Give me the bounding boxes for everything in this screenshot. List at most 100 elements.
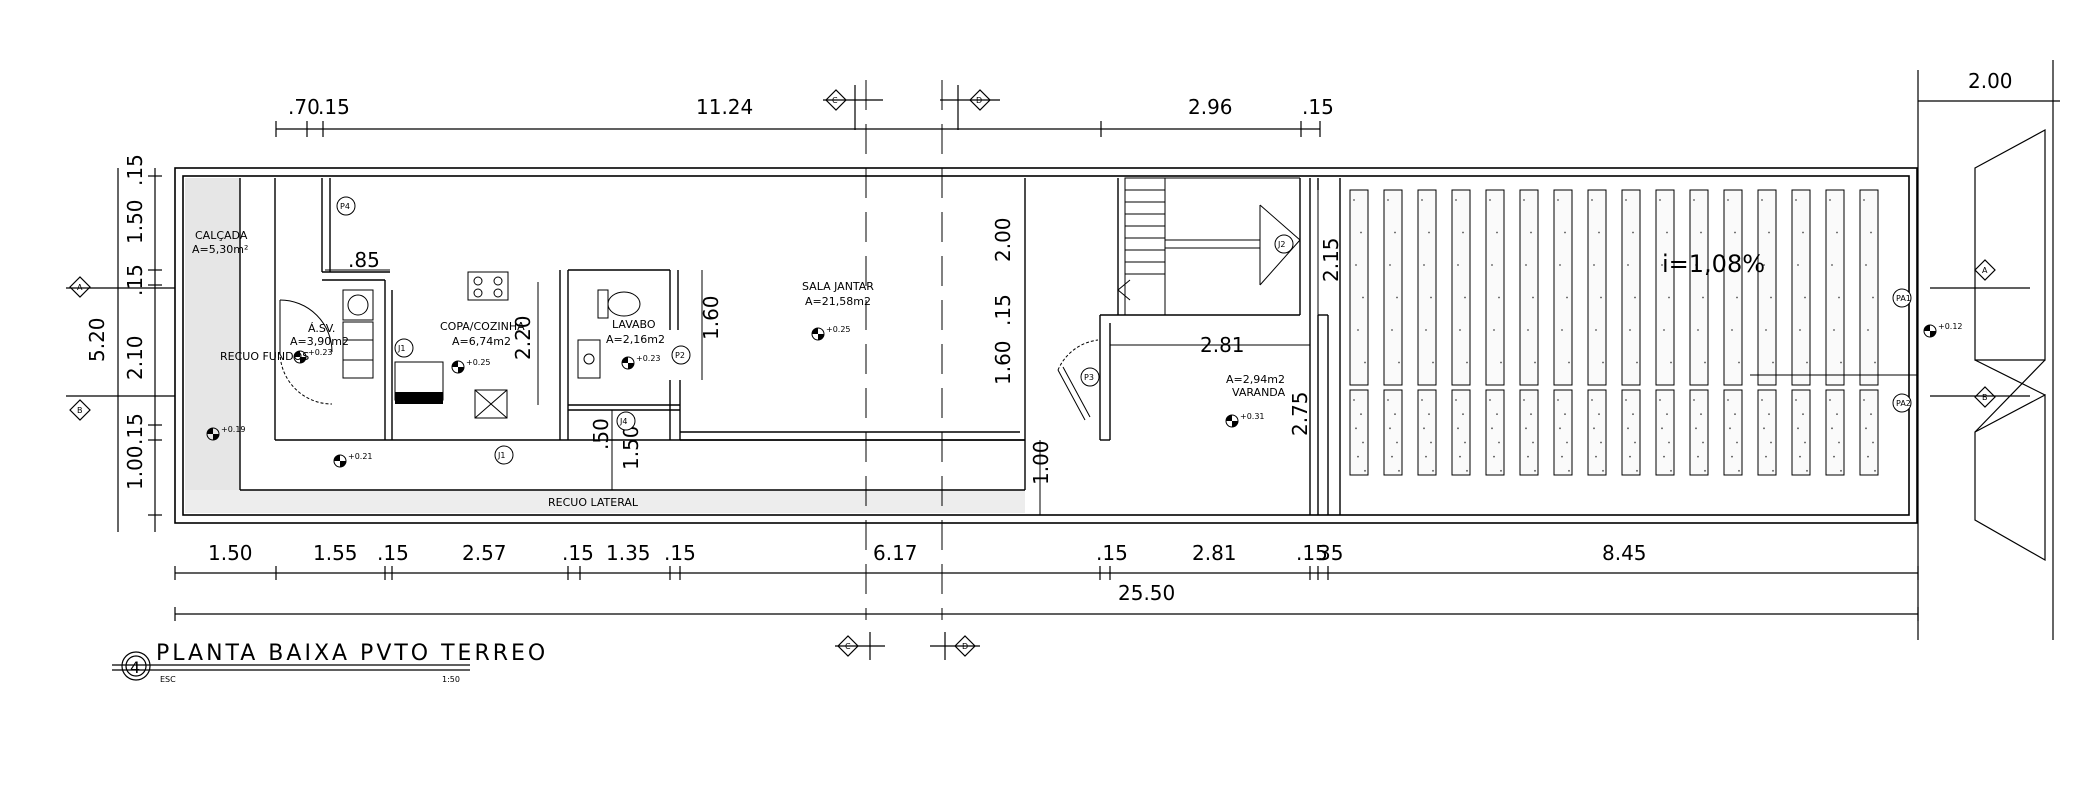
room-asv-area: A=3,90m2 — [290, 335, 349, 348]
dim-left-150: 1.50 — [123, 199, 147, 244]
tag-p4: P4 — [336, 196, 356, 216]
hatch-dot — [1387, 199, 1389, 201]
hatch-dot — [1557, 399, 1559, 401]
level-marker: +0.25 — [451, 358, 491, 374]
grass-block — [1553, 389, 1573, 476]
hatch-dot — [1661, 427, 1663, 430]
hatch-dot — [1462, 231, 1464, 234]
bottom-dimension-ticks — [174, 566, 1919, 621]
grass-block — [1655, 189, 1675, 386]
hatch-dot — [1765, 455, 1767, 458]
hatch-dot — [1421, 399, 1423, 401]
hatch-dot — [1496, 231, 1498, 234]
neighbor-outline — [1974, 128, 2046, 562]
hatch-dot — [1670, 469, 1672, 472]
hatch-dot — [1727, 199, 1729, 201]
hatch-dot — [1423, 264, 1425, 266]
hatch-dot — [1695, 427, 1697, 430]
dim-bot-015b: .15 — [562, 541, 594, 565]
dim-bot-total: 25.50 — [1118, 581, 1175, 605]
hatch-dot — [1602, 469, 1604, 472]
level-marker: +0.12 — [1923, 322, 1963, 338]
hatch-dot — [1702, 296, 1704, 299]
axis-b-right-marker — [1930, 386, 2030, 408]
hatch-dot — [1729, 264, 1731, 266]
grass-block — [1553, 189, 1573, 386]
hatch-dot — [1772, 361, 1774, 364]
hatch-dot — [1797, 264, 1799, 266]
grass-block — [1757, 389, 1777, 476]
kitchen-sink — [474, 389, 508, 419]
level-value: +0.12 — [1938, 322, 1963, 331]
grass-block — [1383, 189, 1403, 386]
room-varanda-name: VARANDA — [1232, 386, 1286, 399]
hatch-dot — [1663, 455, 1665, 458]
hatch-dot — [1806, 361, 1808, 364]
hatch-dot — [1398, 361, 1400, 364]
grass-block — [1485, 189, 1505, 386]
hatch-dot — [1355, 427, 1357, 430]
grass-block — [1825, 389, 1845, 476]
hatch-dot — [1874, 361, 1876, 364]
dim-left-015b: .15 — [123, 264, 147, 296]
grass-block — [1723, 389, 1743, 476]
hatch-dot — [1396, 296, 1398, 299]
dim-bot-845: 8.45 — [1602, 541, 1647, 565]
svg-text:J2: J2 — [1277, 240, 1285, 249]
hatch-dot — [1598, 413, 1600, 416]
hatch-dot — [1693, 399, 1695, 401]
recuo-lateral-label: RECUO LATERAL — [548, 496, 639, 509]
hatch-dot — [1770, 296, 1772, 299]
hatch-dot — [1804, 441, 1806, 444]
hatch-dot — [1763, 264, 1765, 266]
svg-text:PA2: PA2 — [1896, 399, 1911, 408]
grass-block — [1485, 389, 1505, 476]
dim-150-int: 1.50 — [619, 425, 643, 470]
hatch-dot — [1391, 455, 1393, 458]
axis-a-label-right: A — [1982, 266, 1988, 275]
hatch-dot — [1838, 296, 1840, 299]
room-lavabo-name: LAVABO — [612, 318, 656, 331]
hatch-dot — [1561, 455, 1563, 458]
hatch-dot — [1840, 469, 1842, 472]
hatch-dot — [1498, 296, 1500, 299]
hatch-dot — [1489, 199, 1491, 201]
hatch-dot — [1695, 264, 1697, 266]
tag-pa2: PA2 — [1892, 393, 1912, 413]
hatch-dot — [1799, 329, 1801, 331]
hatch-dot — [1394, 231, 1396, 234]
svg-text:J1: J1 — [497, 451, 505, 460]
dim-085: .85 — [348, 248, 380, 272]
axis-a-label-left: A — [77, 283, 83, 292]
hatch-dot — [1598, 231, 1600, 234]
grass-block — [1621, 189, 1641, 386]
hatch-dot — [1629, 329, 1631, 331]
hatch-dot — [1566, 296, 1568, 299]
level-marker: +0.19 — [206, 425, 246, 441]
level-marker: +0.23 — [293, 348, 333, 364]
grass-block — [1859, 189, 1879, 386]
level-value: +0.19 — [221, 425, 246, 434]
hatch-dot — [1874, 469, 1876, 472]
hatch-dot — [1432, 469, 1434, 472]
dim-015: .15 — [991, 294, 1015, 326]
tag-j1b: J1 — [494, 445, 514, 465]
level-value: +0.31 — [1240, 412, 1265, 421]
hatch-dot — [1836, 231, 1838, 234]
hatch-dot — [1466, 361, 1468, 364]
hatch-dot — [1498, 441, 1500, 444]
level-value: +0.25 — [466, 358, 491, 367]
hatch-dot — [1632, 231, 1634, 234]
hatch-dot — [1693, 199, 1695, 201]
axis-b-label-right: B — [1982, 393, 1988, 402]
svg-text:J1: J1 — [397, 344, 405, 353]
stair — [1117, 177, 1301, 316]
hatch-dot — [1799, 455, 1801, 458]
axis-c-top-marker — [823, 85, 883, 130]
stove — [467, 271, 509, 301]
hatch-dot — [1772, 469, 1774, 472]
hatch-dot — [1704, 361, 1706, 364]
hatch-dot — [1530, 231, 1532, 234]
hatch-dot — [1396, 441, 1398, 444]
hatch-dot — [1632, 413, 1634, 416]
